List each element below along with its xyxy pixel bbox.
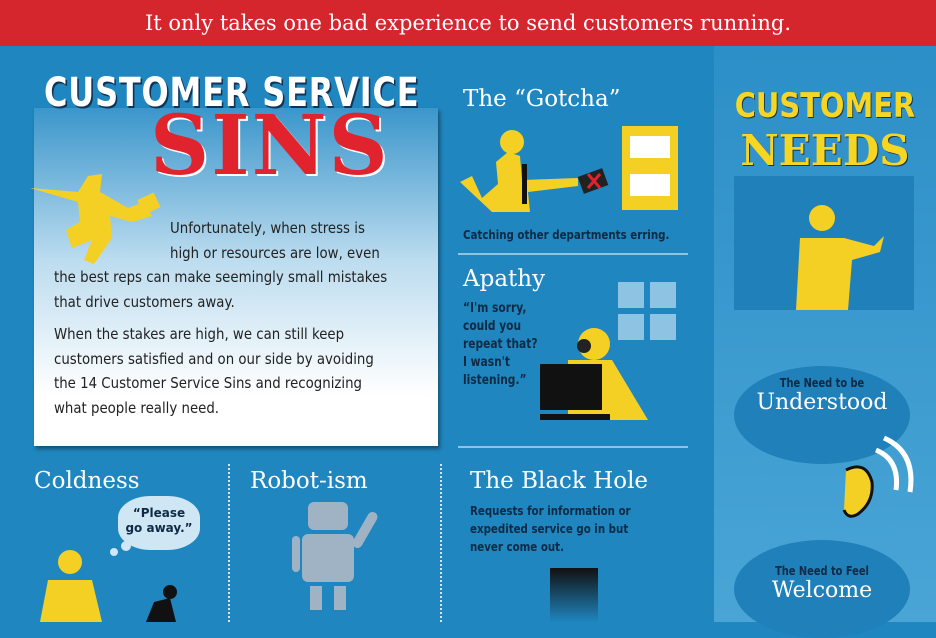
intro-line: what people really need.: [54, 398, 220, 417]
intro-line: high or resources are low, even: [170, 243, 380, 262]
need-small: The Need to be: [779, 376, 865, 390]
customer-needs-column: [714, 46, 936, 622]
woman-illustration: [796, 205, 884, 310]
intro-line: the 14 Customer Service Sins and recogni…: [54, 374, 363, 392]
blackhole-caption-line: never come out.: [470, 539, 564, 554]
banner: It only takes one bad experience to send…: [0, 0, 936, 46]
intro-box: [34, 108, 438, 446]
gotcha-illustration: [460, 126, 678, 212]
robot-icon: [292, 502, 378, 610]
need-understood: The Need to be Understood: [734, 366, 910, 464]
apathy-title: Apathy: [463, 266, 546, 292]
blackhole-caption-line: Requests for information or: [470, 503, 631, 518]
blackhole-caption-line: expedited service go in but: [470, 521, 629, 536]
black-hole-icon: [550, 568, 598, 622]
coldness-illustration: [40, 541, 177, 622]
need-welcome: The Need to Feel Welcome: [734, 540, 910, 638]
divider: [458, 446, 688, 448]
gotcha-title: The “Gotcha”: [463, 86, 621, 112]
ear-icon: [842, 435, 914, 518]
intro-line: Unfortunately, when stress is: [170, 219, 365, 237]
needs-panel: [734, 176, 914, 310]
apathy-quote-line: I wasn't: [463, 355, 511, 370]
title-customer-service: CUSTOMER SERVICE: [44, 70, 420, 116]
intro-line: that drive customers away.: [54, 292, 235, 311]
running-man-icon: [30, 174, 161, 264]
needs-title-1: CUSTOMER: [734, 86, 916, 126]
gotcha-caption: Catching other departments erring.: [463, 227, 670, 242]
divider: [228, 464, 230, 622]
title-sins: SINS: [150, 98, 390, 194]
coldness-title: Coldness: [34, 468, 140, 494]
intro-line: customers satisfied and on our side by a…: [54, 349, 374, 368]
divider: [440, 464, 442, 622]
apathy-quote-line: “I'm sorry,: [463, 301, 527, 316]
apathy-illustration: [540, 282, 676, 420]
apathy-quote-line: listening.”: [463, 373, 527, 388]
apathy-quote-line: could you: [463, 319, 522, 334]
need-small: The Need to Feel: [775, 564, 869, 578]
apathy-quote-line: repeat that?: [463, 337, 538, 352]
intro-line: When the stakes are high, we can still k…: [54, 325, 345, 343]
need-big: Understood: [756, 390, 888, 415]
intro-line: the best reps can make seemingly small m…: [54, 268, 388, 286]
need-big: Welcome: [771, 578, 873, 603]
robotism-title: Robot-ism: [250, 468, 368, 494]
divider: [458, 253, 688, 255]
coldness-thought-bubble: “Please go away.”: [118, 496, 200, 550]
needs-title-2: NEEDS: [740, 126, 910, 175]
coldness-quote: “Please go away.”: [125, 506, 193, 535]
blackhole-title: The Black Hole: [470, 468, 649, 494]
